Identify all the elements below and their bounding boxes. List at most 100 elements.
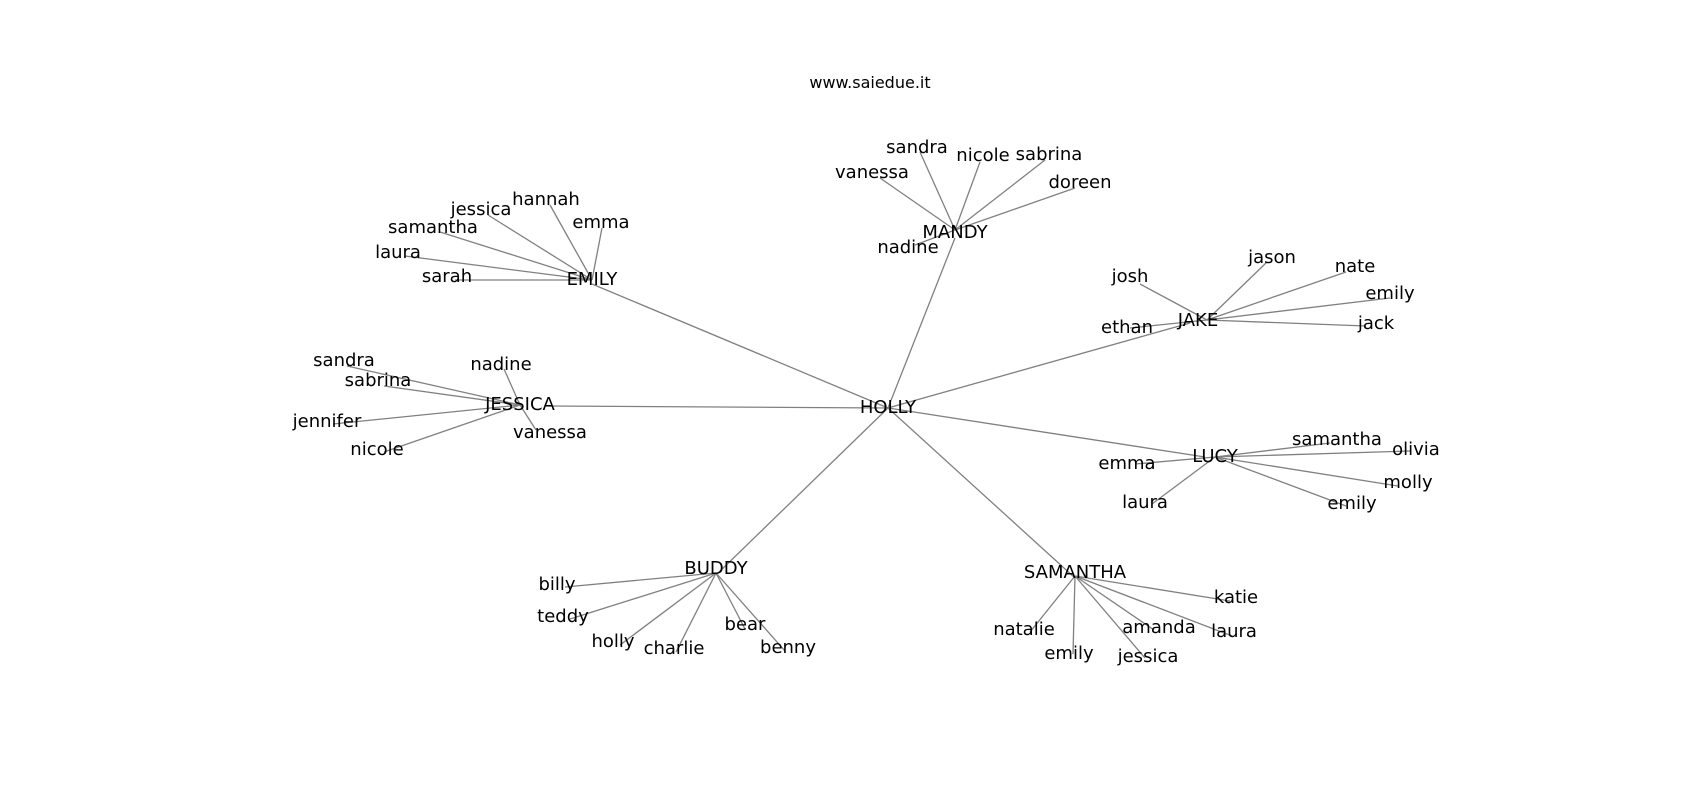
- node-hub-buddy: BUDDY: [684, 558, 748, 579]
- edge-jessica-sabrina: [383, 385, 521, 406]
- edge-samantha-emily: [1072, 575, 1076, 655]
- node-hub-jake: JAKE: [1177, 310, 1218, 331]
- node-leaf-emily-jessica: jessica: [450, 199, 512, 220]
- edge-jessica-nicole: [383, 404, 521, 453]
- node-leaf-jessica-sandra: sandra: [313, 350, 375, 371]
- edge-jake-nate: [1206, 271, 1347, 321]
- edge-lucy-emma: [1134, 456, 1216, 465]
- node-leaf-emily-laura: laura: [375, 242, 421, 263]
- edge-jake-josh: [1139, 283, 1208, 321]
- edge-jessica-nadine: [503, 368, 521, 406]
- edge-mandy-nadine: [914, 229, 956, 246]
- edge-lucy-samantha: [1214, 442, 1331, 458]
- node-leaf-emily-hannah: hannah: [512, 189, 580, 210]
- edge-emily-hannah: [549, 204, 593, 281]
- edge-center-buddy: [715, 407, 889, 576]
- watermark-text: www.saiedue.it: [809, 73, 930, 92]
- edge-samantha-jessica: [1074, 575, 1146, 659]
- node-hub-mandy: MANDY: [922, 222, 988, 243]
- edge-jake-jason: [1206, 261, 1268, 321]
- edge-lucy-olivia: [1214, 450, 1411, 458]
- edge-mandy-doreen: [954, 187, 1076, 231]
- edge-samantha-natalie: [1029, 575, 1076, 633]
- edge-samantha-amanda: [1074, 575, 1155, 631]
- edge-jessica-sandra: [346, 365, 521, 406]
- node-leaf-jake-jack: jack: [1357, 313, 1395, 334]
- edge-emily-laura: [404, 255, 593, 281]
- edge-center-emily: [591, 283, 889, 409]
- node-leaf-buddy-teddy: teddy: [537, 606, 589, 627]
- node-leaf-samantha-emily: emily: [1044, 643, 1094, 664]
- edge-buddy-bear: [715, 572, 746, 630]
- node-leaf-mandy-doreen: doreen: [1049, 172, 1112, 193]
- edge-jessica-vanessa: [519, 404, 537, 431]
- edges-layer: [332, 151, 1411, 659]
- edge-buddy-holly: [619, 572, 717, 646]
- node-leaf-samantha-natalie: natalie: [993, 619, 1055, 640]
- edge-lucy-molly: [1214, 456, 1399, 487]
- edge-samantha-katie: [1074, 575, 1231, 602]
- node-leaf-jake-jason: jason: [1247, 247, 1296, 268]
- edge-mandy-sabrina: [954, 159, 1046, 231]
- edge-jake-jack: [1206, 319, 1367, 327]
- edge-center-jessica: [547, 405, 889, 409]
- node-leaf-jessica-jennifer: jennifer: [292, 411, 362, 432]
- node-leaf-mandy-nadine: nadine: [877, 237, 938, 258]
- edge-mandy-vanessa: [879, 177, 956, 231]
- edge-lucy-emily: [1214, 456, 1347, 507]
- node-leaf-emily-emma: emma: [572, 212, 629, 233]
- node-leaf-mandy-nicole: nicole: [956, 145, 1009, 166]
- edge-jake-emily: [1206, 297, 1391, 321]
- node-leaf-buddy-bear: bear: [725, 614, 767, 635]
- edge-center-lucy: [887, 407, 1206, 458]
- edge-jake-ethan: [1129, 319, 1208, 329]
- node-hub-lucy: LUCY: [1192, 446, 1239, 467]
- node-leaf-jake-ethan: ethan: [1101, 317, 1153, 338]
- node-leaf-lucy-samantha: samantha: [1292, 429, 1382, 450]
- node-leaf-lucy-molly: molly: [1383, 472, 1433, 493]
- node-leaf-mandy-sabrina: sabrina: [1016, 144, 1083, 165]
- node-leaf-jake-nate: nate: [1335, 256, 1376, 277]
- node-leaf-buddy-benny: benny: [760, 637, 816, 658]
- node-leaf-lucy-emma: emma: [1098, 453, 1155, 474]
- node-center-holly: HOLLY: [860, 397, 917, 418]
- node-leaf-mandy-sandra: sandra: [886, 137, 948, 158]
- labels-layer: HOLLY MANDY sandra nicole sabrina vanessa dore…: [292, 137, 1440, 667]
- node-leaf-jessica-vanessa: vanessa: [513, 422, 587, 443]
- node-leaf-emily-samantha: samantha: [388, 217, 478, 238]
- edge-buddy-benny: [715, 572, 786, 652]
- node-leaf-jake-emily: emily: [1365, 283, 1415, 304]
- edge-lucy-laura: [1151, 456, 1216, 505]
- node-hub-emily: EMILY: [567, 269, 619, 290]
- node-leaf-buddy-holly: holly: [591, 631, 634, 652]
- node-leaf-lucy-laura: laura: [1122, 492, 1168, 513]
- edge-emily-emma: [591, 227, 603, 281]
- edge-buddy-teddy: [569, 572, 717, 620]
- edge-center-samantha: [887, 407, 1076, 579]
- edge-samantha-laura: [1074, 575, 1233, 637]
- node-leaf-jessica-nicole: nicole: [350, 439, 403, 460]
- node-leaf-samantha-katie: katie: [1214, 587, 1258, 608]
- edge-mandy-sandra: [919, 151, 956, 231]
- node-hub-jessica: JESSICA: [484, 394, 555, 415]
- node-leaf-buddy-billy: billy: [538, 574, 575, 595]
- node-leaf-samantha-jessica: jessica: [1117, 646, 1179, 667]
- node-leaf-jessica-sabrina: sabrina: [345, 370, 412, 391]
- node-leaf-lucy-olivia: olivia: [1392, 439, 1440, 460]
- node-leaf-lucy-emily: emily: [1327, 493, 1377, 514]
- edge-center-jake: [887, 322, 1191, 409]
- node-leaf-jessica-nadine: nadine: [470, 354, 531, 375]
- node-leaf-mandy-vanessa: vanessa: [835, 162, 909, 183]
- node-leaf-emily-sarah: sarah: [422, 266, 472, 287]
- node-leaf-samantha-laura: laura: [1211, 621, 1257, 642]
- node-hub-samantha: SAMANTHA: [1024, 562, 1127, 583]
- node-leaf-buddy-charlie: charlie: [644, 638, 705, 659]
- edge-center-mandy: [887, 237, 956, 409]
- edge-buddy-charlie: [675, 572, 717, 653]
- edge-mandy-nicole: [954, 161, 981, 231]
- edge-buddy-billy: [564, 572, 717, 588]
- node-leaf-samantha-amanda: amanda: [1122, 617, 1195, 638]
- edge-emily-jessica: [487, 214, 593, 281]
- edge-jessica-jennifer: [332, 404, 521, 425]
